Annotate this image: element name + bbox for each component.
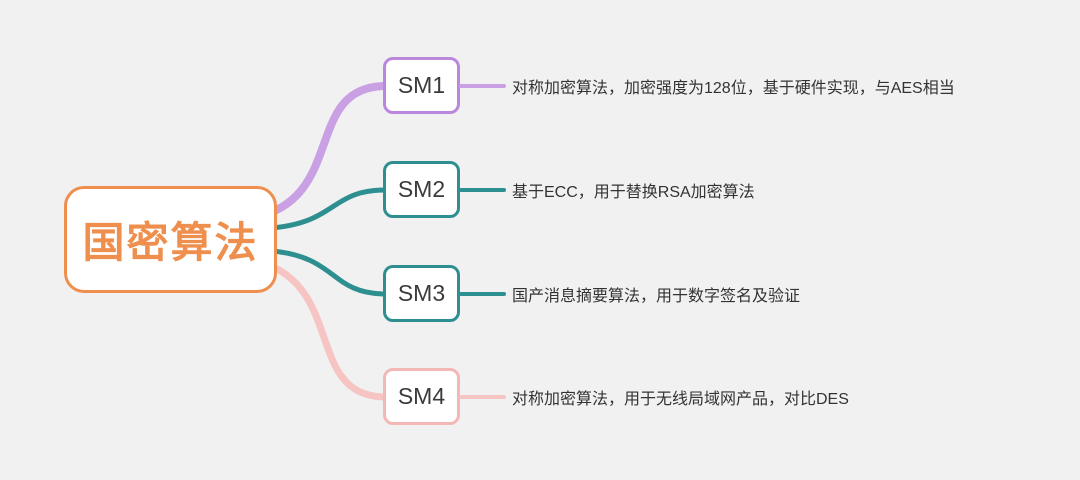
desc-connector-sm3	[459, 292, 506, 296]
node-sm4[interactable]: SM4	[383, 368, 460, 425]
connector-sm4	[248, 256, 390, 401]
root-node[interactable]: 国密算法	[64, 186, 277, 293]
root-node-label: 国密算法	[82, 219, 259, 266]
desc-sm2: 基于ECC，用于替换RSA加密算法	[512, 184, 755, 201]
desc-connector-sm2	[459, 188, 506, 192]
node-sm3-label: SM3	[397, 280, 446, 306]
desc-connector-sm1	[459, 84, 506, 88]
node-sm3[interactable]: SM3	[383, 265, 460, 322]
connector-sm2	[269, 187, 389, 231]
desc-connector-sm4	[459, 395, 506, 399]
node-sm4-label: SM4	[397, 383, 446, 409]
node-sm1-label: SM1	[397, 72, 446, 98]
connector-sm3	[269, 248, 389, 297]
node-sm1[interactable]: SM1	[383, 57, 460, 114]
node-sm2-label: SM2	[397, 176, 446, 202]
desc-sm1: 对称加密算法，加密强度为128位，基于硬件实现，与AES相当	[512, 80, 955, 97]
desc-sm4: 对称加密算法，用于无线局域网产品，对比DES	[512, 391, 849, 408]
node-sm2[interactable]: SM2	[383, 161, 460, 218]
connector-sm1	[248, 82, 390, 222]
desc-sm3: 国产消息摘要算法，用于数字签名及验证	[512, 288, 801, 305]
